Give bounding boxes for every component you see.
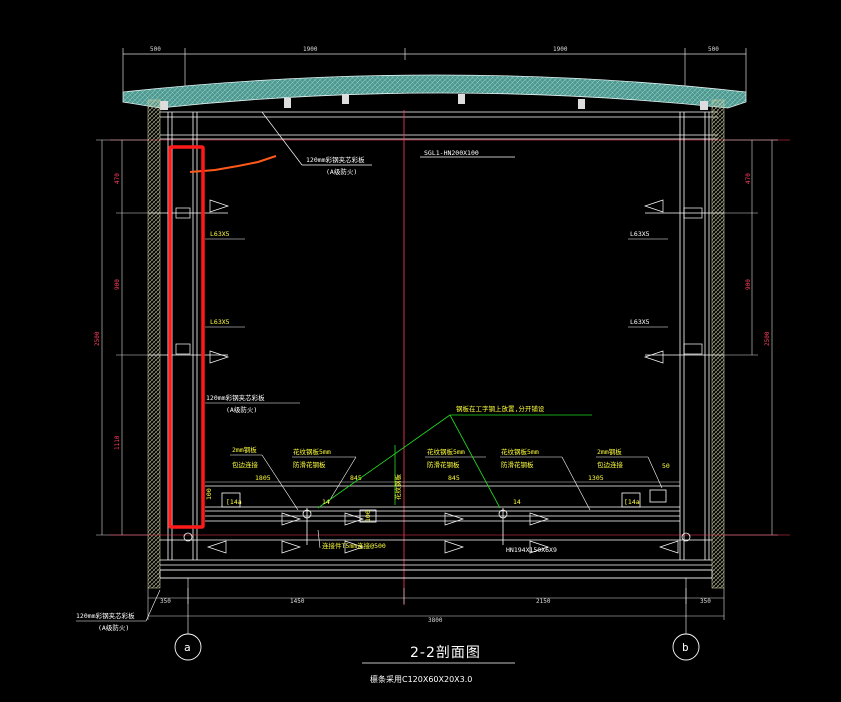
drawing-subtitle: 檩条采用C120X60X20X3.0 [370,674,472,684]
bottom-panel-label: 120mm彩钢夹芯彩板 [76,611,135,620]
left-plate-label-b: 包边连接 [232,460,259,469]
right-wall [711,99,725,589]
bottom-dim-2: 1450 [290,598,305,605]
left-dimensions [96,139,148,536]
pattern-3-label-b: 防滑花钢板 [501,460,534,469]
floor-fasteners [183,508,691,545]
hn-beam-label: HN194X150X6X9 [506,546,557,554]
green-vertical: 花纹钢板 [393,474,402,501]
grid-label-a: a [184,641,191,654]
bottom-panel-note: (A级防火) [98,623,129,632]
pattern-2-label-a: 花纹钢板5mm [427,447,465,456]
angle-label-3: L63X5 [630,230,650,238]
weld-right: 14 [513,498,521,506]
right-plate-label-a: 2mm钢板 [597,447,622,456]
left-wall [147,99,161,589]
left-height-1: 470 [114,173,121,184]
pattern-3-label-a: 花纹钢板5mm [501,447,539,456]
side-brackets [148,199,724,364]
pattern-2-label-b: 防滑花钢板 [427,460,460,469]
weld-left: 14 [322,498,330,506]
span-2: 845 [350,474,362,482]
pos-50: 50 [662,462,670,470]
roof-purlins [160,94,708,110]
grid-label-b: b [682,641,689,654]
wall-panel-note: (A级防火) [226,405,257,414]
bottom-dim-4: 350 [700,598,711,605]
floor-arrows [206,512,679,554]
plate-leaders [230,454,663,511]
small-dim-left: 100 [205,488,213,500]
bottom-dim-total: 3800 [428,617,443,624]
top-dim-1: 500 [150,46,161,53]
left-height-3: 1110 [114,435,121,450]
wall-panel-label: 120mm彩钢夹芯彩板 [206,393,265,402]
pattern-1-label-a: 花纹钢板5mm [293,447,331,456]
left-height-total: 2500 [94,331,101,346]
span-1: 1805 [255,474,271,482]
angle-label-2: L63X5 [210,318,230,326]
angle-label-4: L63X5 [630,318,650,326]
grid-bubble-a [174,633,202,661]
top-dim-2: 1900 [303,46,318,53]
green-note: 钢板在工字钢上放置,分开铺设 [456,404,545,413]
span-4: 1305 [588,474,604,482]
top-dim-4: 500 [708,46,719,53]
base-beam [159,569,713,579]
right-height-total: 2500 [764,331,771,346]
beam-label: SGL1-HN200X100 [424,149,479,157]
bottom-dim-1: 350 [160,598,171,605]
channel-right: [14a [624,498,640,506]
bottom-panel-leader [76,589,161,622]
channel-left: [14a [226,498,242,506]
roof-panel-label: 120mm彩钢夹芯彩板 [306,155,365,164]
roof-panel-note: (A级防火) [326,167,357,176]
bolt-leader [317,529,321,549]
pattern-1-label-b: 防滑花钢板 [293,460,326,469]
green-leaders [317,414,592,509]
small-dim-mid: 100 [364,510,372,522]
angle-label-1: L63X5 [210,230,230,238]
bottom-dimension-chain [147,588,725,620]
angle-leaders [205,238,668,328]
top-dim-3: 1900 [553,46,568,53]
left-plate-label-a: 2mm钢板 [232,445,257,454]
top-beam [160,111,718,140]
markup-stroke [189,155,277,173]
left-height-2: 900 [114,279,121,290]
top-dimension-chain [122,48,747,100]
span-3: 845 [448,474,460,482]
right-height-1: 470 [745,173,752,184]
grid-bubble-b [672,633,700,661]
bottom-dim-3: 2150 [536,598,551,605]
drawing-title: 2-2剖面图 [410,645,481,661]
right-plate-label-b: 包边连接 [597,460,624,469]
roof-panel [122,74,747,109]
columns [167,112,710,560]
right-height-2: 900 [745,279,752,290]
roof-panel-leader [261,111,372,166]
bolt-note: 连接件T5mm连接@500 [322,541,386,550]
highlight-box [168,145,205,529]
